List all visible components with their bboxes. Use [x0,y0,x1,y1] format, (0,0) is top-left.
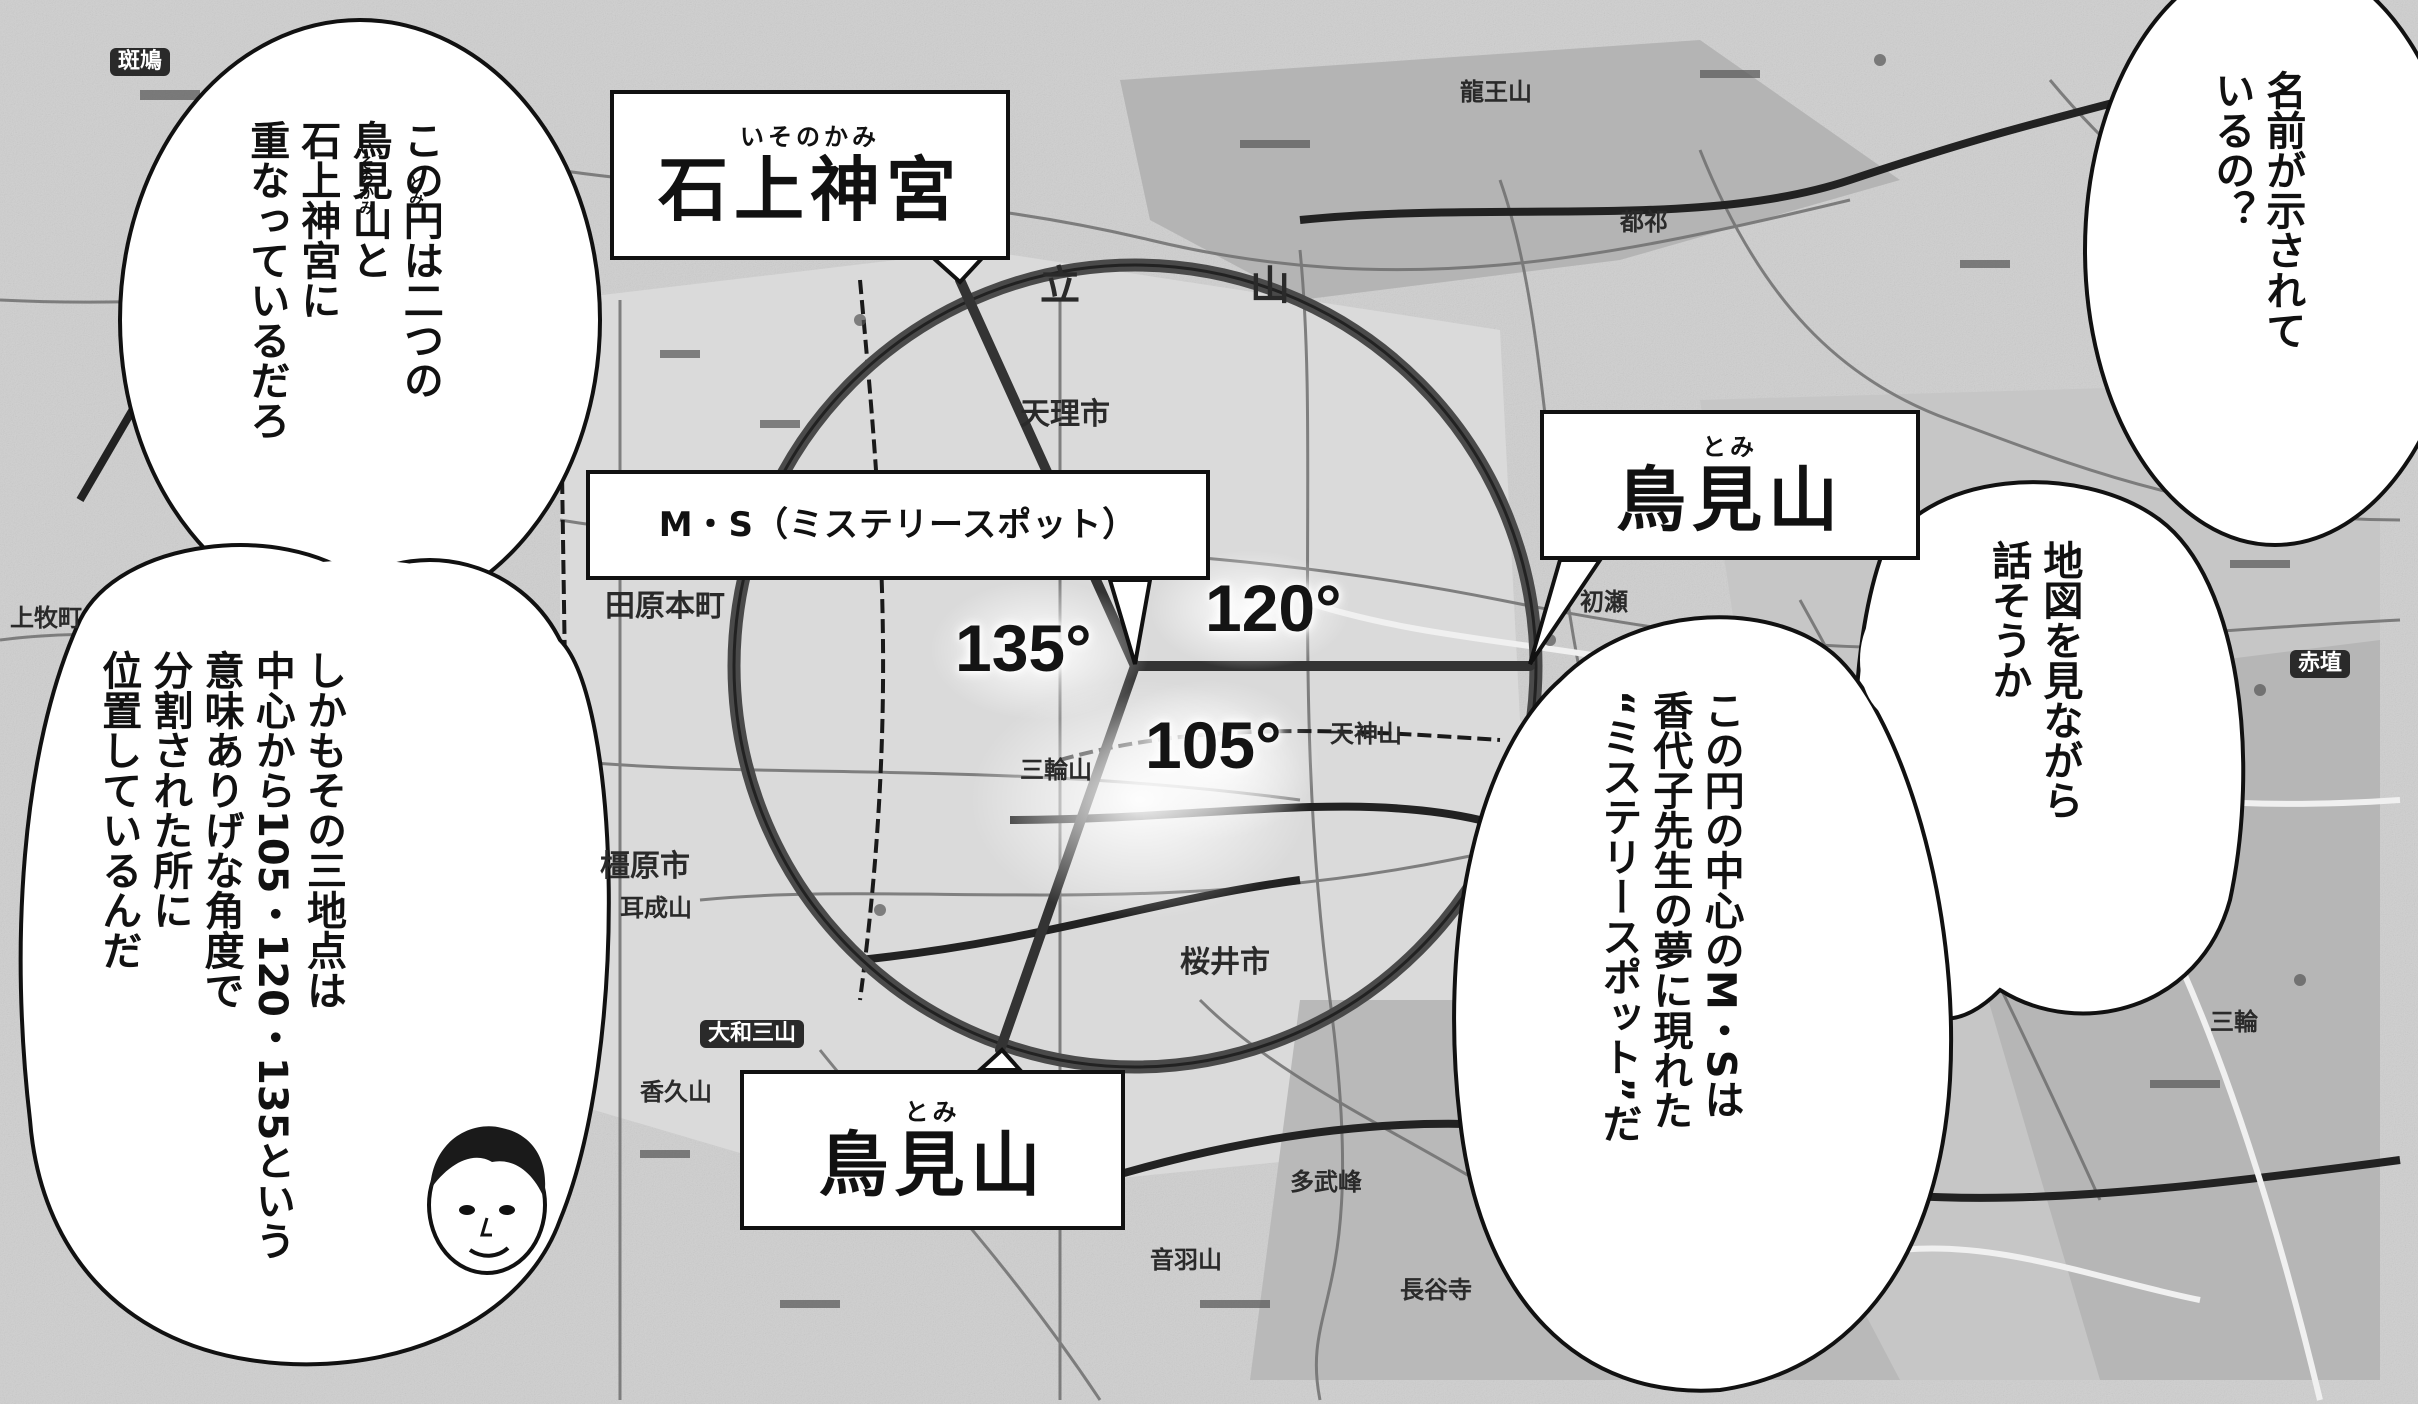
map-label: 天神山 [1330,720,1402,748]
callout-ruby: とみ [904,1098,961,1126]
speech-furigana-tomi: とみ [407,175,425,205]
callout-title: 鳥見山 [1616,459,1844,541]
map-label: 田原本町 [605,589,725,624]
speech-text-3: 名前が示されて いるの？ [2208,70,2306,350]
callout-title: 石上神宮 [658,149,962,231]
bubble-shape-5 [1452,615,1954,1393]
map-label: 桜井市 [1180,945,1270,980]
callout-ruby: いそのかみ [740,123,880,151]
map-label: 立 [1040,263,1082,309]
map-label: 三輪山 [1020,756,1092,784]
callout-tail-ms [1107,578,1153,665]
map-label: 天理市 [1020,397,1110,432]
callout-title: M・S（ミステリースポット） [658,505,1138,545]
map-label: 初瀬 [1580,588,1628,616]
callout-isonokami-shrine: いそのかみ 石上神宮 [610,90,1010,260]
map-label: 上牧町 [10,604,82,632]
speech-text-5: この円の中心のM・Sは 香代子先生の夢に現れた “ミステリースポット”だ [1595,690,1744,1143]
speech-text-1: この円は二つの 鳥見山と 石上神宮に 重なっているだろ [243,120,443,440]
map-label: 多武峰 [1290,1168,1362,1196]
speech-furigana-isonokami: いそのかみ [357,140,375,215]
map-tag: 赤埴 [2290,650,2351,678]
callout-tail-tomi-right [1528,558,1604,666]
map-tag: 斑鳩 [110,48,171,76]
map-label: 耳成山 [620,894,692,922]
callout-tomi-mountain-right: とみ 鳥見山 [1540,410,1920,560]
angle-label-120: 120° [1205,571,1342,645]
angle-label-105: 105° [1145,708,1282,782]
map-label: 都祁 [1620,208,1668,236]
speech-text-4: 地図を見ながら 話そうか [1985,540,2083,820]
character-face-icon [427,1126,547,1275]
map-label: 香久山 [640,1078,712,1106]
angle-label-135: 135° [955,611,1092,685]
bubble-shape-3 [2083,0,2418,547]
speech-text-2: しかもその三地点は 中心から105・120・135という 意味ありげな角度で 分… [95,650,346,1261]
map-label: 橿原市 [600,849,690,884]
map-label: 三輪 [2210,1008,2258,1036]
map-label: 長谷寺 [1400,1276,1472,1304]
map-label: 龍王山 [1460,78,1532,106]
map-label: 山 [1250,263,1292,309]
callout-mystery-spot: M・S（ミステリースポット） [586,470,1210,580]
callout-ruby: とみ [1702,433,1758,461]
callout-tomi-mountain-bottom: とみ 鳥見山 [740,1070,1125,1230]
map-label: 音羽山 [1150,1246,1222,1274]
map-tag: 大和三山 [700,1020,805,1048]
callout-title: 鳥見山 [818,1124,1047,1206]
